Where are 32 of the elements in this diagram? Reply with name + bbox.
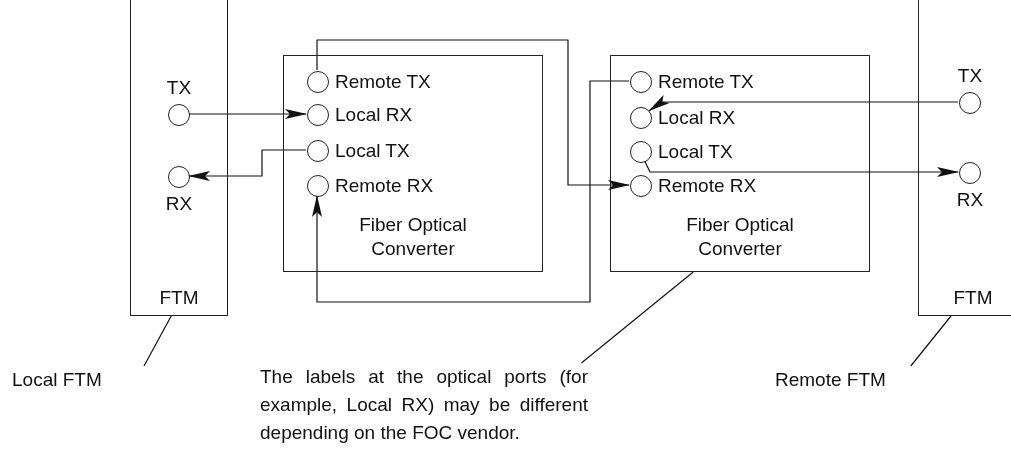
port-label: TX [957,66,983,86]
port-label: Local RX [658,108,736,128]
port-label: RX [165,194,193,214]
converter-box [283,55,543,272]
converter-label: Fiber Optical Converter [685,213,795,261]
arrow [648,94,959,112]
leader-line [143,315,172,367]
leader-line [580,271,694,364]
equipment-panel [918,0,1011,316]
arrow [316,39,630,190]
arrow [312,80,630,303]
port-label: RX [956,190,984,210]
port-label: Local RX [335,105,413,125]
arrow [188,149,307,181]
port-label: Remote RX [658,176,757,196]
equipment-panel [130,0,228,316]
port-label: Remote RX [335,176,434,196]
port-label: Remote TX [335,72,431,92]
leader-line [910,315,952,367]
port-label: Remote TX [658,72,754,92]
port-label: TX [166,78,192,98]
panel-label: FTM [952,287,994,309]
panel-label: FTM [158,287,200,309]
note-text: The labels at the optical ports (for example, Local RX) may be different depending on the FOC vendor. [260,363,588,447]
arrow [188,109,307,119]
converter-label: Fiber Optical Converter [358,213,468,261]
converter-box [610,55,870,272]
port-label: Local TX [658,142,733,162]
port-label: Local TX [335,141,410,161]
callout-text: Local FTM [12,366,132,394]
arrow [644,160,959,177]
callout-text: Remote FTM [775,366,915,394]
